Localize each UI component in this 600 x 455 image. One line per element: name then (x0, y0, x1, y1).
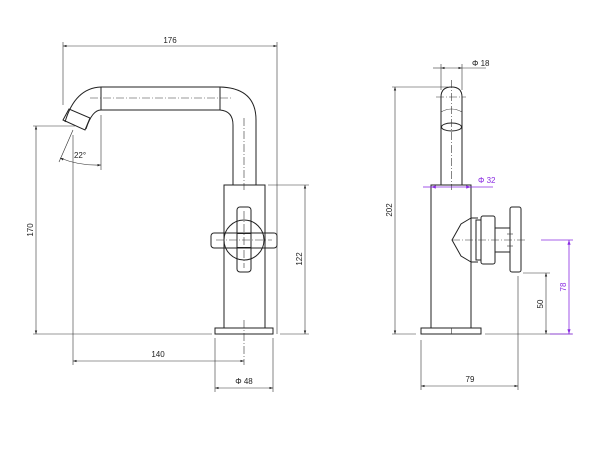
dim-label-d18: Φ 18 (472, 59, 490, 68)
dim-label-50: 50 (536, 299, 545, 308)
dim-label-170: 170 (26, 223, 35, 237)
dim-body-diameter: Φ 32 (423, 176, 496, 189)
dim-overall-height: 202 (385, 86, 448, 335)
dim-handle-axis-height: 78 (541, 239, 573, 335)
dim-label-176: 176 (163, 36, 177, 45)
dim-label-122: 122 (295, 252, 304, 266)
faucet-side-outline (420, 80, 525, 335)
dim-label-202: 202 (385, 203, 394, 217)
dim-body-height: 122 (268, 184, 309, 335)
dim-label-22deg: 22° (74, 151, 86, 160)
dim-spout-height: 170 (26, 125, 212, 335)
dim-overall-width: 176 (62, 36, 278, 334)
dim-base-diameter: Φ 48 (214, 338, 274, 392)
faucet-front-outline (62, 86, 278, 365)
dim-label-140: 140 (151, 350, 165, 359)
dim-spout-angle: 22° (58, 115, 102, 170)
dim-label-79: 79 (466, 375, 475, 384)
dim-spout-diameter: Φ 18 (433, 59, 490, 90)
dim-label-d32: Φ 32 (478, 176, 496, 185)
front-view: 176 170 22° 122 140 (26, 36, 309, 392)
side-view: Φ 18 Φ 32 202 50 78 (385, 59, 573, 390)
dim-label-d48: Φ 48 (235, 377, 253, 386)
dim-label-78: 78 (559, 282, 568, 291)
dim-overall-depth: 79 (420, 276, 519, 390)
dim-spout-reach: 140 (72, 135, 244, 365)
dim-handle-bottom-height: 50 (485, 272, 572, 335)
